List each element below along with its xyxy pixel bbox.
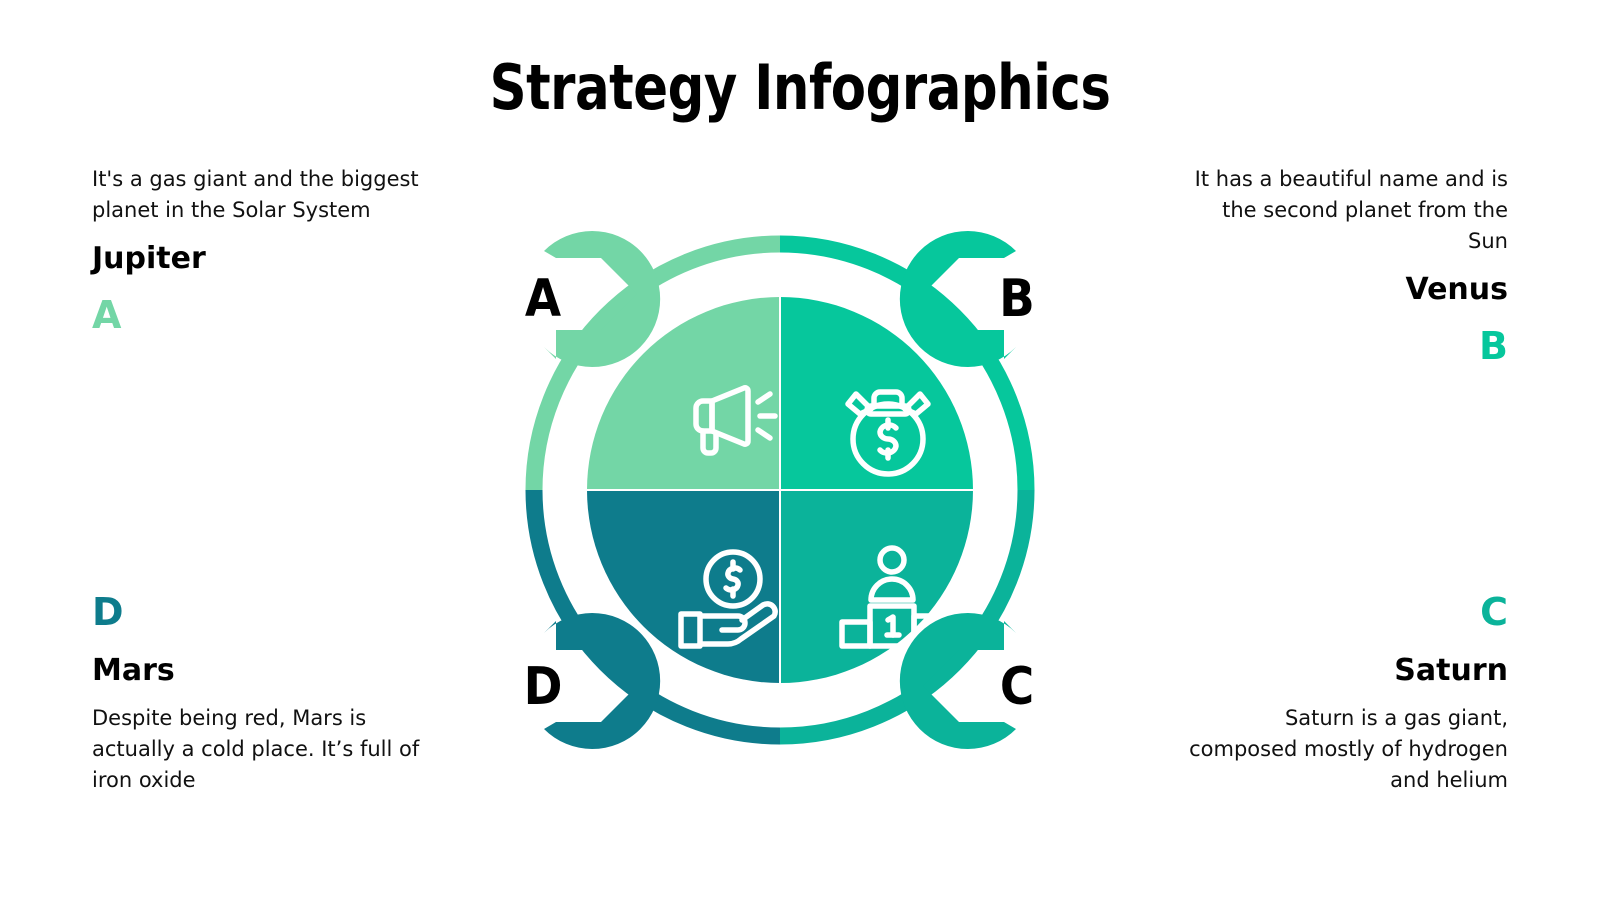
pin-b[interactable]: B: [899, 231, 1035, 367]
pin-a-label: A: [525, 269, 561, 329]
hand-coin-icon: [678, 549, 778, 649]
block-b-name: Venus: [1405, 271, 1509, 307]
block-d-name: Mars: [92, 652, 175, 688]
block-c-letter: C: [1480, 590, 1508, 634]
block-b-letter: B: [1479, 324, 1508, 369]
info-block-venus[interactable]: It has a beautiful name and is the secon…: [1178, 164, 1508, 368]
block-a-letter: A: [92, 293, 122, 338]
inner-pie: [587, 297, 973, 683]
ring-arc-a: [525, 235, 781, 491]
info-block-jupiter[interactable]: It's a gas giant and the biggest planet …: [92, 164, 422, 337]
outer-ring: [525, 235, 1035, 745]
ring-arc-d: [525, 489, 781, 745]
money-bag-icon: [845, 389, 931, 477]
page-title: Strategy Infographics: [489, 51, 1111, 124]
pin-b-label: B: [999, 269, 1035, 329]
pin-d[interactable]: D: [524, 613, 661, 749]
block-d-description: Despite being red, Mars is actually a co…: [92, 706, 420, 793]
block-d-letter: D: [92, 590, 124, 634]
pin-c-label: C: [1000, 657, 1034, 717]
block-c-name: Saturn: [1394, 652, 1508, 688]
strategy-wheel-diagram: A B C D: [440, 140, 1120, 840]
block-c-description: Saturn is a gas giant, composed mostly o…: [1189, 706, 1508, 793]
pin-d-label: D: [524, 657, 563, 717]
pin-c[interactable]: C: [899, 613, 1034, 749]
info-block-saturn[interactable]: C Saturn Saturn is a gas giant, composed…: [1178, 590, 1508, 796]
block-a-name: Jupiter: [92, 240, 206, 276]
pin-a[interactable]: A: [525, 231, 661, 368]
megaphone-icon: [693, 385, 778, 456]
ring-arc-b: [779, 235, 1035, 491]
block-b-description: It has a beautiful name and is the secon…: [1194, 167, 1508, 253]
ring-arc-c: [779, 489, 1035, 745]
info-block-mars[interactable]: D Mars Despite being red, Mars is actual…: [92, 590, 422, 796]
podium-winner-icon: [839, 545, 945, 649]
block-a-description: It's a gas giant and the biggest planet …: [92, 167, 419, 222]
